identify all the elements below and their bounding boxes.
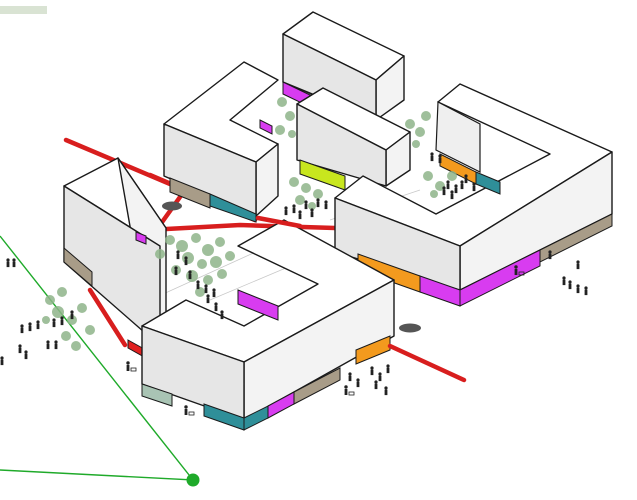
person-icon [196, 280, 200, 290]
person-icon [446, 180, 450, 190]
person-icon [292, 204, 296, 214]
person-icon [12, 258, 16, 268]
person-icon [562, 276, 566, 286]
person-icon [60, 316, 64, 326]
building-west-center [163, 61, 279, 223]
person-icon [378, 372, 382, 382]
viewpoint-marker [186, 473, 200, 487]
person-icon [316, 198, 320, 208]
building-north-center [259, 11, 405, 135]
green-sight-line [0, 235, 200, 487]
person-icon [324, 200, 328, 210]
car-icon [399, 323, 421, 333]
building-east [334, 83, 613, 307]
person-icon [6, 258, 10, 268]
person-icon [28, 322, 32, 332]
person-icon [176, 250, 180, 260]
person-icon [454, 184, 458, 194]
person-icon [0, 356, 4, 366]
person-icon [18, 344, 22, 354]
person-icon [430, 152, 434, 162]
shopping-cart-person-icon [514, 265, 525, 276]
people [0, 152, 588, 416]
shopping-cart-person-icon [126, 361, 137, 372]
person-icon [284, 206, 288, 216]
person-icon [46, 340, 50, 350]
person-icon [472, 182, 476, 192]
person-icon [204, 284, 208, 294]
building-west [63, 157, 167, 359]
person-icon [450, 190, 454, 200]
person-icon [548, 250, 552, 260]
person-icon [576, 260, 580, 270]
person-icon [212, 288, 216, 298]
cars [162, 201, 421, 333]
person-icon [442, 186, 446, 196]
person-icon [576, 284, 580, 294]
person-icon [384, 386, 388, 396]
person-icon [52, 318, 56, 328]
person-icon [70, 310, 74, 320]
person-icon [188, 270, 192, 280]
top-bar [0, 6, 47, 14]
person-icon [304, 200, 308, 210]
red-route-front [87, 215, 467, 383]
person-icon [356, 378, 360, 388]
person-icon [220, 310, 224, 320]
person-icon [298, 210, 302, 220]
person-icon [310, 208, 314, 218]
person-icon [374, 380, 378, 390]
person-icon [438, 154, 442, 164]
person-icon [214, 302, 218, 312]
person-icon [174, 266, 178, 276]
person-icon [464, 174, 468, 184]
building-south [141, 219, 395, 431]
person-icon [386, 364, 390, 374]
person-icon [206, 294, 210, 304]
shopping-cart-person-icon [184, 405, 195, 416]
person-icon [348, 372, 352, 382]
car-icon [162, 201, 182, 211]
person-icon [184, 256, 188, 266]
person-icon [370, 366, 374, 376]
person-icon [36, 320, 40, 330]
building-central [296, 87, 411, 191]
shopping-cart-person-icon [344, 385, 355, 396]
person-icon [460, 180, 464, 190]
person-icon [568, 280, 572, 290]
person-icon [24, 350, 28, 360]
person-icon [20, 324, 24, 334]
trees [42, 97, 457, 351]
person-icon [584, 286, 588, 296]
person-icon [54, 340, 58, 350]
